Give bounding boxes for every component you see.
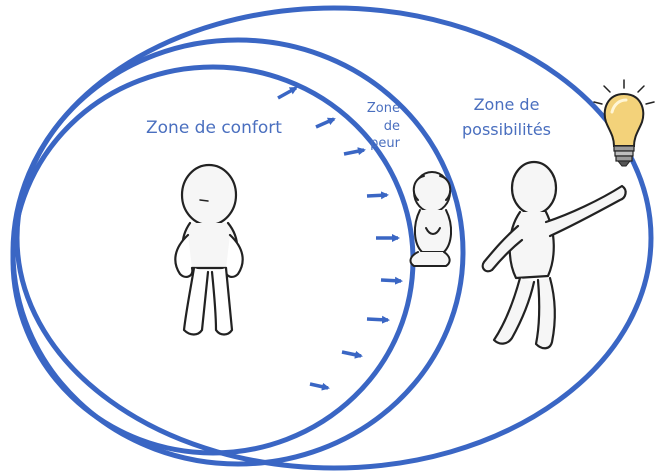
zone-peur-line2: de bbox=[383, 118, 400, 134]
lightbulb-icon bbox=[593, 79, 655, 167]
zone-possibilites-line1: Zone de bbox=[473, 95, 540, 114]
arrow-icon bbox=[309, 382, 330, 391]
arrow-icon bbox=[277, 86, 298, 100]
zone-confort-label: Zone de confort bbox=[146, 118, 282, 138]
standing-person-icon bbox=[174, 163, 244, 336]
zone-peur-label: Zone de peur bbox=[350, 100, 400, 153]
walking-person-icon bbox=[481, 160, 627, 350]
zone-possibilites-line2: possibilités bbox=[462, 119, 552, 139]
crouching-person-icon bbox=[409, 171, 452, 267]
arrow-icon bbox=[380, 276, 403, 285]
zone-possibilites-label: Zone de possibilités bbox=[462, 93, 551, 143]
arrow-icon bbox=[366, 315, 390, 324]
arrow-icon bbox=[341, 350, 363, 359]
zone-peur-line3: peur bbox=[370, 136, 400, 152]
pressure-arrows bbox=[277, 86, 403, 391]
arrow-icon bbox=[315, 117, 336, 129]
arrow-icon bbox=[343, 147, 366, 156]
zone-possibilites-ellipse bbox=[14, 5, 654, 471]
zone-peur-line1: Zone bbox=[366, 101, 400, 116]
arrow-icon bbox=[366, 191, 389, 200]
